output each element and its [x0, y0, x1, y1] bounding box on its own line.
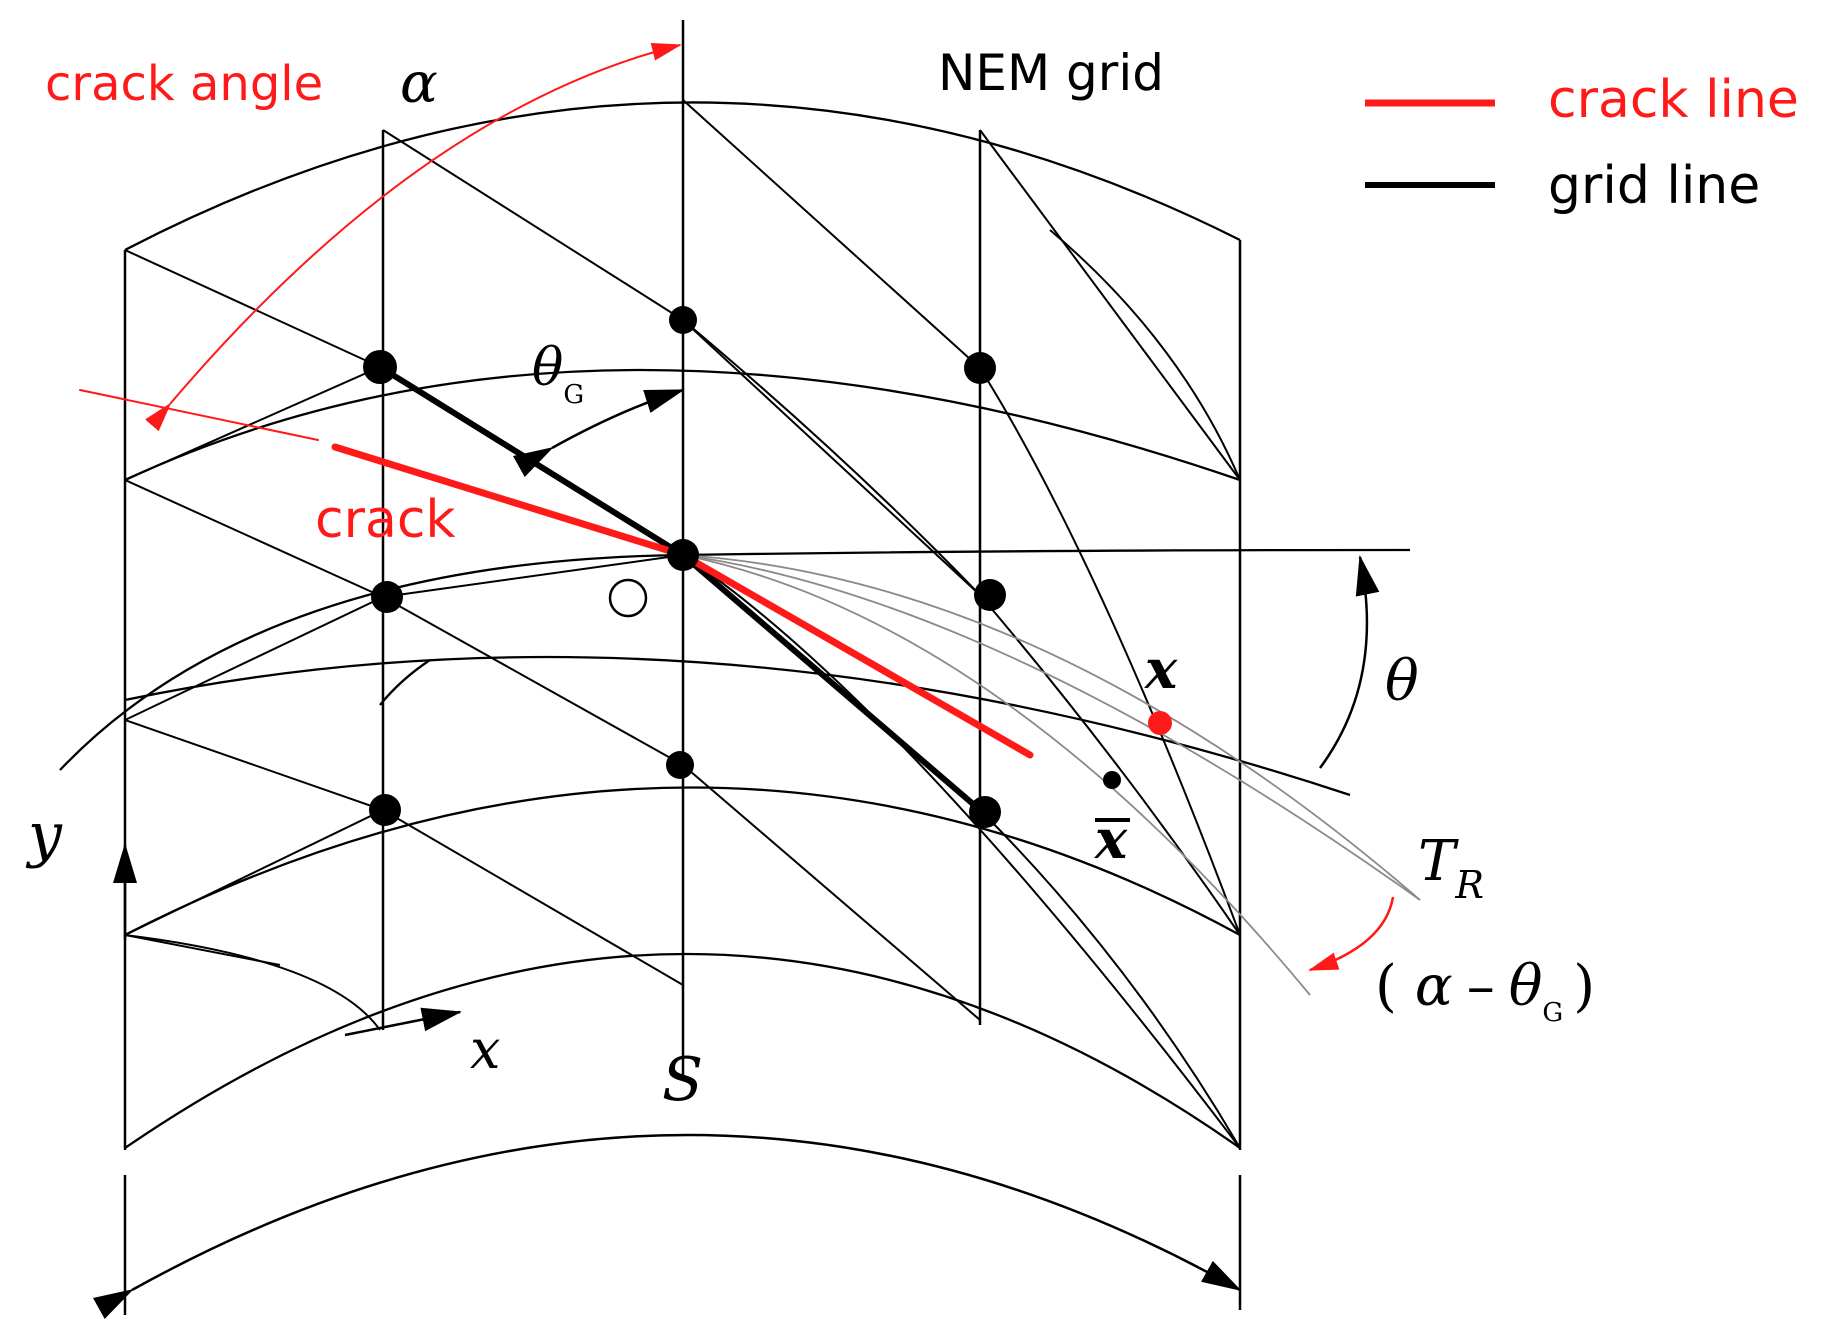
x-point-red — [1148, 711, 1172, 735]
grid-diag-17 — [979, 129, 1241, 481]
node — [666, 751, 694, 779]
t-r-label: TR — [1418, 829, 1484, 907]
grid-diag-22 — [1049, 229, 1241, 481]
grid-diag-6 — [124, 809, 384, 936]
node — [974, 579, 1006, 611]
x-point-label: x — [1144, 637, 1178, 701]
grid-arcs — [59, 101, 1411, 1149]
grid-diag-10 — [382, 809, 684, 986]
theta-g-arc — [512, 388, 685, 478]
grid-diag-3 — [124, 479, 384, 598]
guide-curve-1 — [682, 554, 1421, 901]
x-axis-label: x — [470, 1018, 500, 1081]
grid-diag-5 — [124, 719, 384, 811]
node — [363, 350, 397, 384]
node — [667, 539, 699, 571]
x-axis-arrow — [344, 1007, 462, 1037]
theta-g-label: θG — [532, 338, 584, 410]
alpha-minus-theta-label: (α–θG) — [1375, 954, 1595, 1028]
guide-curve-2 — [682, 554, 1311, 996]
guide-curve-3 — [682, 554, 1421, 901]
grid-diag-19 — [979, 367, 1241, 936]
grid-diag-9 — [382, 596, 684, 766]
node — [669, 306, 697, 334]
grid-line-lower — [680, 552, 983, 813]
theta-arc — [1318, 555, 1380, 769]
grid-diag-7 — [382, 129, 684, 321]
grid-diag-15 — [682, 319, 981, 596]
x-bar-point — [1103, 771, 1121, 789]
grid-diag-21 — [979, 809, 1241, 1149]
grid-diag-18 — [682, 319, 981, 596]
grid-vertical-lines — [123, 20, 1242, 1150]
node — [369, 794, 401, 826]
grid-diag-14 — [682, 99, 981, 369]
crack-main-upper — [331, 443, 687, 559]
grid-arc-6 — [124, 655, 1351, 797]
origin-circle — [608, 578, 648, 618]
theta-label: θ — [1385, 649, 1419, 714]
crack-thin-extension — [79, 389, 319, 441]
alpha-label: α — [400, 51, 438, 116]
grid-line-thick — [377, 364, 983, 813]
node — [371, 581, 403, 613]
node — [969, 796, 1001, 828]
grid-diag-13 — [124, 934, 381, 1031]
legend: crack line grid line — [1365, 70, 1799, 216]
grid-diag-23 — [682, 554, 1241, 1149]
grid-diag-2 — [124, 366, 381, 481]
grid-diag-11 — [382, 554, 684, 598]
crack-label: crack — [315, 490, 456, 550]
grid-diag-20 — [979, 594, 1241, 936]
span-double-arrow — [92, 1133, 1242, 1319]
crack-angle-label: crack angle — [45, 56, 323, 112]
crack-main-lower — [679, 551, 1034, 759]
legend-crack-label: crack line — [1548, 70, 1799, 130]
grid-diag-16 — [682, 764, 981, 1021]
alpha-minus-theta-arc — [1308, 896, 1395, 972]
legend-grid-label: grid line — [1548, 156, 1760, 216]
crack-angle-arc — [145, 43, 682, 432]
grid-arc-7 — [379, 659, 431, 706]
y-axis-label: y — [25, 800, 63, 870]
grid-arc-5 — [124, 952, 1241, 1149]
grid-title: NEM grid — [938, 44, 1164, 102]
grid-diag-1 — [124, 249, 381, 368]
x-bar-label: x — [1094, 807, 1128, 871]
grid-diag-4 — [124, 596, 384, 721]
guide-curves — [682, 554, 1421, 996]
node — [964, 352, 996, 384]
s-label: S — [662, 1045, 703, 1115]
grid-arc-4 — [124, 786, 1241, 937]
x-bar-label-group: x — [1094, 807, 1130, 871]
